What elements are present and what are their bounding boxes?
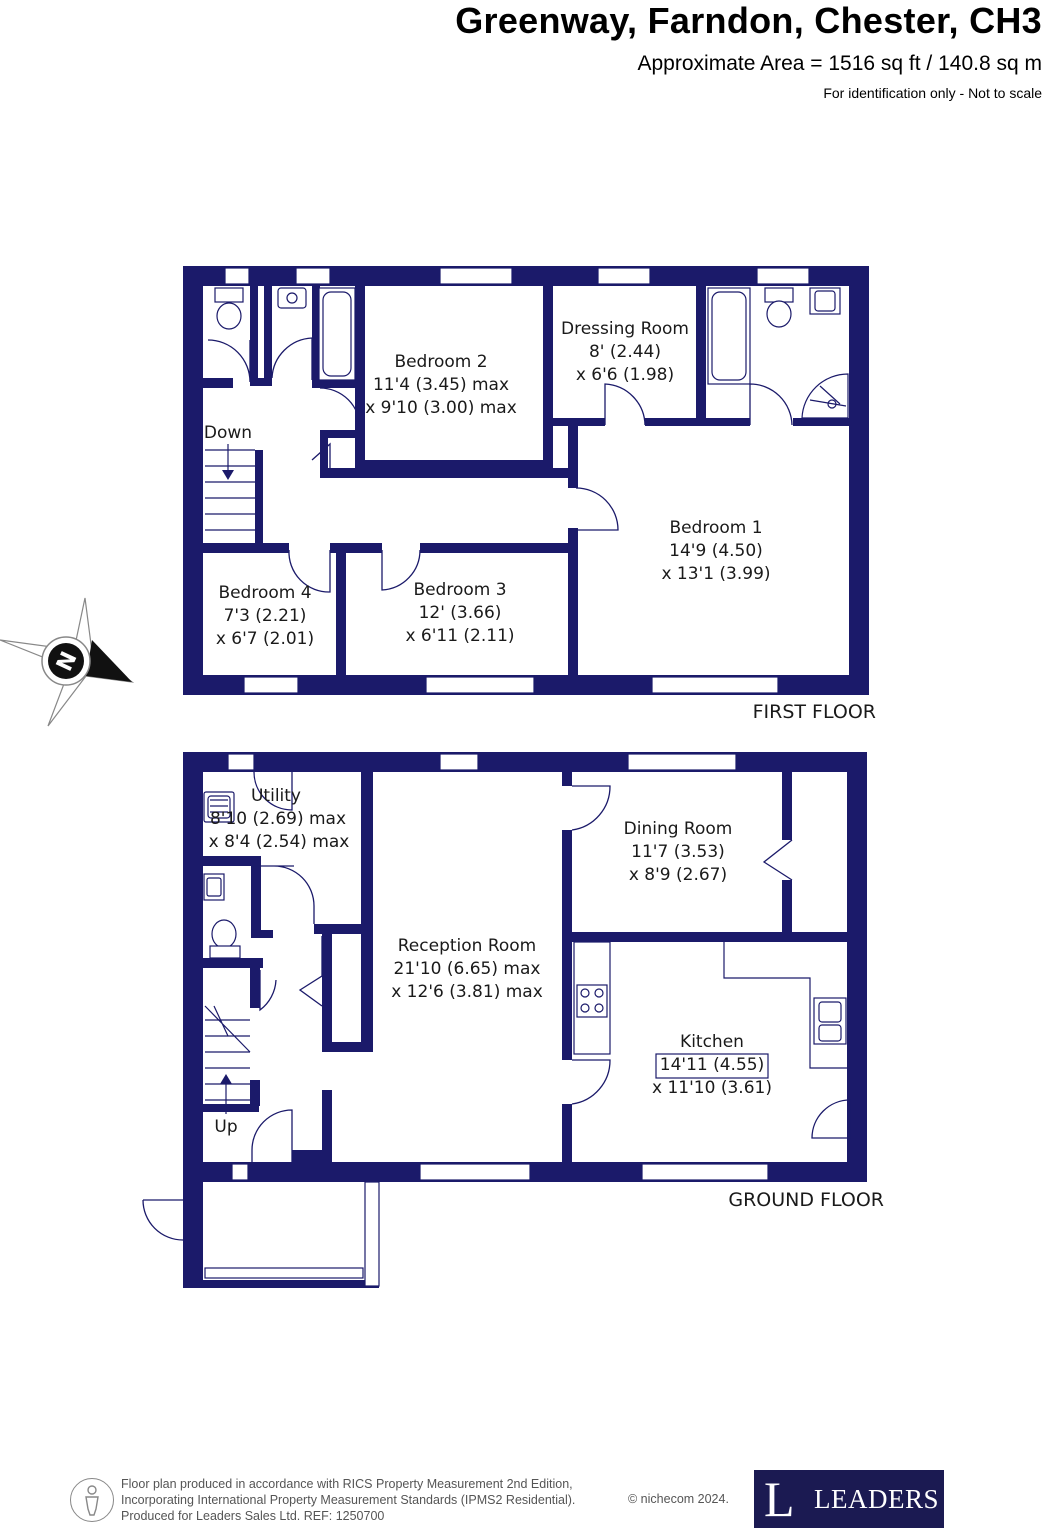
wall bbox=[183, 266, 203, 695]
room-dimension: 8' (2.44) bbox=[589, 342, 661, 362]
footer-line: Floor plan produced in accordance with R… bbox=[121, 1477, 573, 1491]
room-name: Reception Room bbox=[398, 936, 536, 956]
first-floor-plan: Bedroom 2 11'4 (3.45) max x 9'10 (3.00) … bbox=[183, 266, 876, 723]
room-dimension: 14'11 (4.55) bbox=[660, 1055, 764, 1075]
room-name: Dining Room bbox=[624, 819, 733, 839]
room-dimension: x 11'10 (3.61) bbox=[652, 1078, 772, 1098]
leaders-logo: L LEADERS bbox=[754, 1470, 944, 1528]
room-name: Dressing Room bbox=[561, 319, 689, 339]
room-name: Bedroom 4 bbox=[218, 583, 311, 603]
scale-note: For identification only - Not to scale bbox=[823, 85, 1042, 101]
room-dimension: 7'3 (2.21) bbox=[224, 606, 307, 626]
first-floor-label: FIRST FLOOR bbox=[753, 701, 876, 723]
room-dimension: x 8'9 (2.67) bbox=[629, 865, 727, 885]
room-name: Kitchen bbox=[680, 1032, 744, 1052]
wall bbox=[849, 266, 869, 695]
approximate-area: Approximate Area = 1516 sq ft / 140.8 sq… bbox=[637, 52, 1043, 75]
ground-floor-plan: Utility 8'10 (2.69) max x 8'4 (2.54) max… bbox=[142, 752, 884, 1288]
room-dimension: x 12'6 (3.81) max bbox=[391, 982, 543, 1002]
copyright: © nichecom 2024. bbox=[628, 1492, 729, 1506]
logo-name: LEADERS bbox=[814, 1484, 939, 1514]
footer-line: Incorporating International Property Mea… bbox=[121, 1493, 576, 1507]
room-dimension: x 6'6 (1.98) bbox=[576, 365, 674, 385]
room-dimension: x 6'7 (2.01) bbox=[216, 629, 314, 649]
room-dimension: 11'7 (3.53) bbox=[631, 842, 725, 862]
compass-icon: N bbox=[0, 597, 135, 727]
room-dimension: 21'10 (6.65) max bbox=[394, 959, 541, 979]
staircase bbox=[205, 444, 255, 531]
room-dimension: 11'4 (3.45) max bbox=[373, 375, 509, 395]
room-name: Bedroom 2 bbox=[394, 352, 487, 372]
wall bbox=[183, 266, 869, 286]
room-dimension: x 8'4 (2.54) max bbox=[209, 832, 350, 852]
room-dimension: x 13'1 (3.99) bbox=[661, 564, 770, 584]
logo-letter: L bbox=[764, 1471, 795, 1527]
person-icon bbox=[70, 1478, 114, 1522]
footer-disclaimer: Floor plan produced in accordance with R… bbox=[121, 1476, 575, 1524]
room-name: Bedroom 1 bbox=[669, 518, 762, 538]
stairs-up-label: Up bbox=[214, 1117, 237, 1137]
room-dimension: x 6'11 (2.11) bbox=[405, 626, 514, 646]
footer-line: Produced for Leaders Sales Ltd. REF: 125… bbox=[121, 1509, 385, 1523]
room-dimension: x 9'10 (3.00) max bbox=[365, 398, 517, 418]
stairs-down-label: Down bbox=[204, 423, 252, 443]
staircase bbox=[204, 1005, 251, 1114]
room-dimension: 14'9 (4.50) bbox=[669, 541, 763, 561]
ground-floor-label: GROUND FLOOR bbox=[728, 1189, 884, 1211]
property-title: Greenway, Farndon, Chester, CH3 bbox=[455, 0, 1042, 41]
room-dimension: 8'10 (2.69) max bbox=[210, 809, 346, 829]
room-name: Bedroom 3 bbox=[413, 580, 506, 600]
room-dimension: 12' (3.66) bbox=[419, 603, 502, 623]
room-name: Utility bbox=[251, 786, 301, 806]
